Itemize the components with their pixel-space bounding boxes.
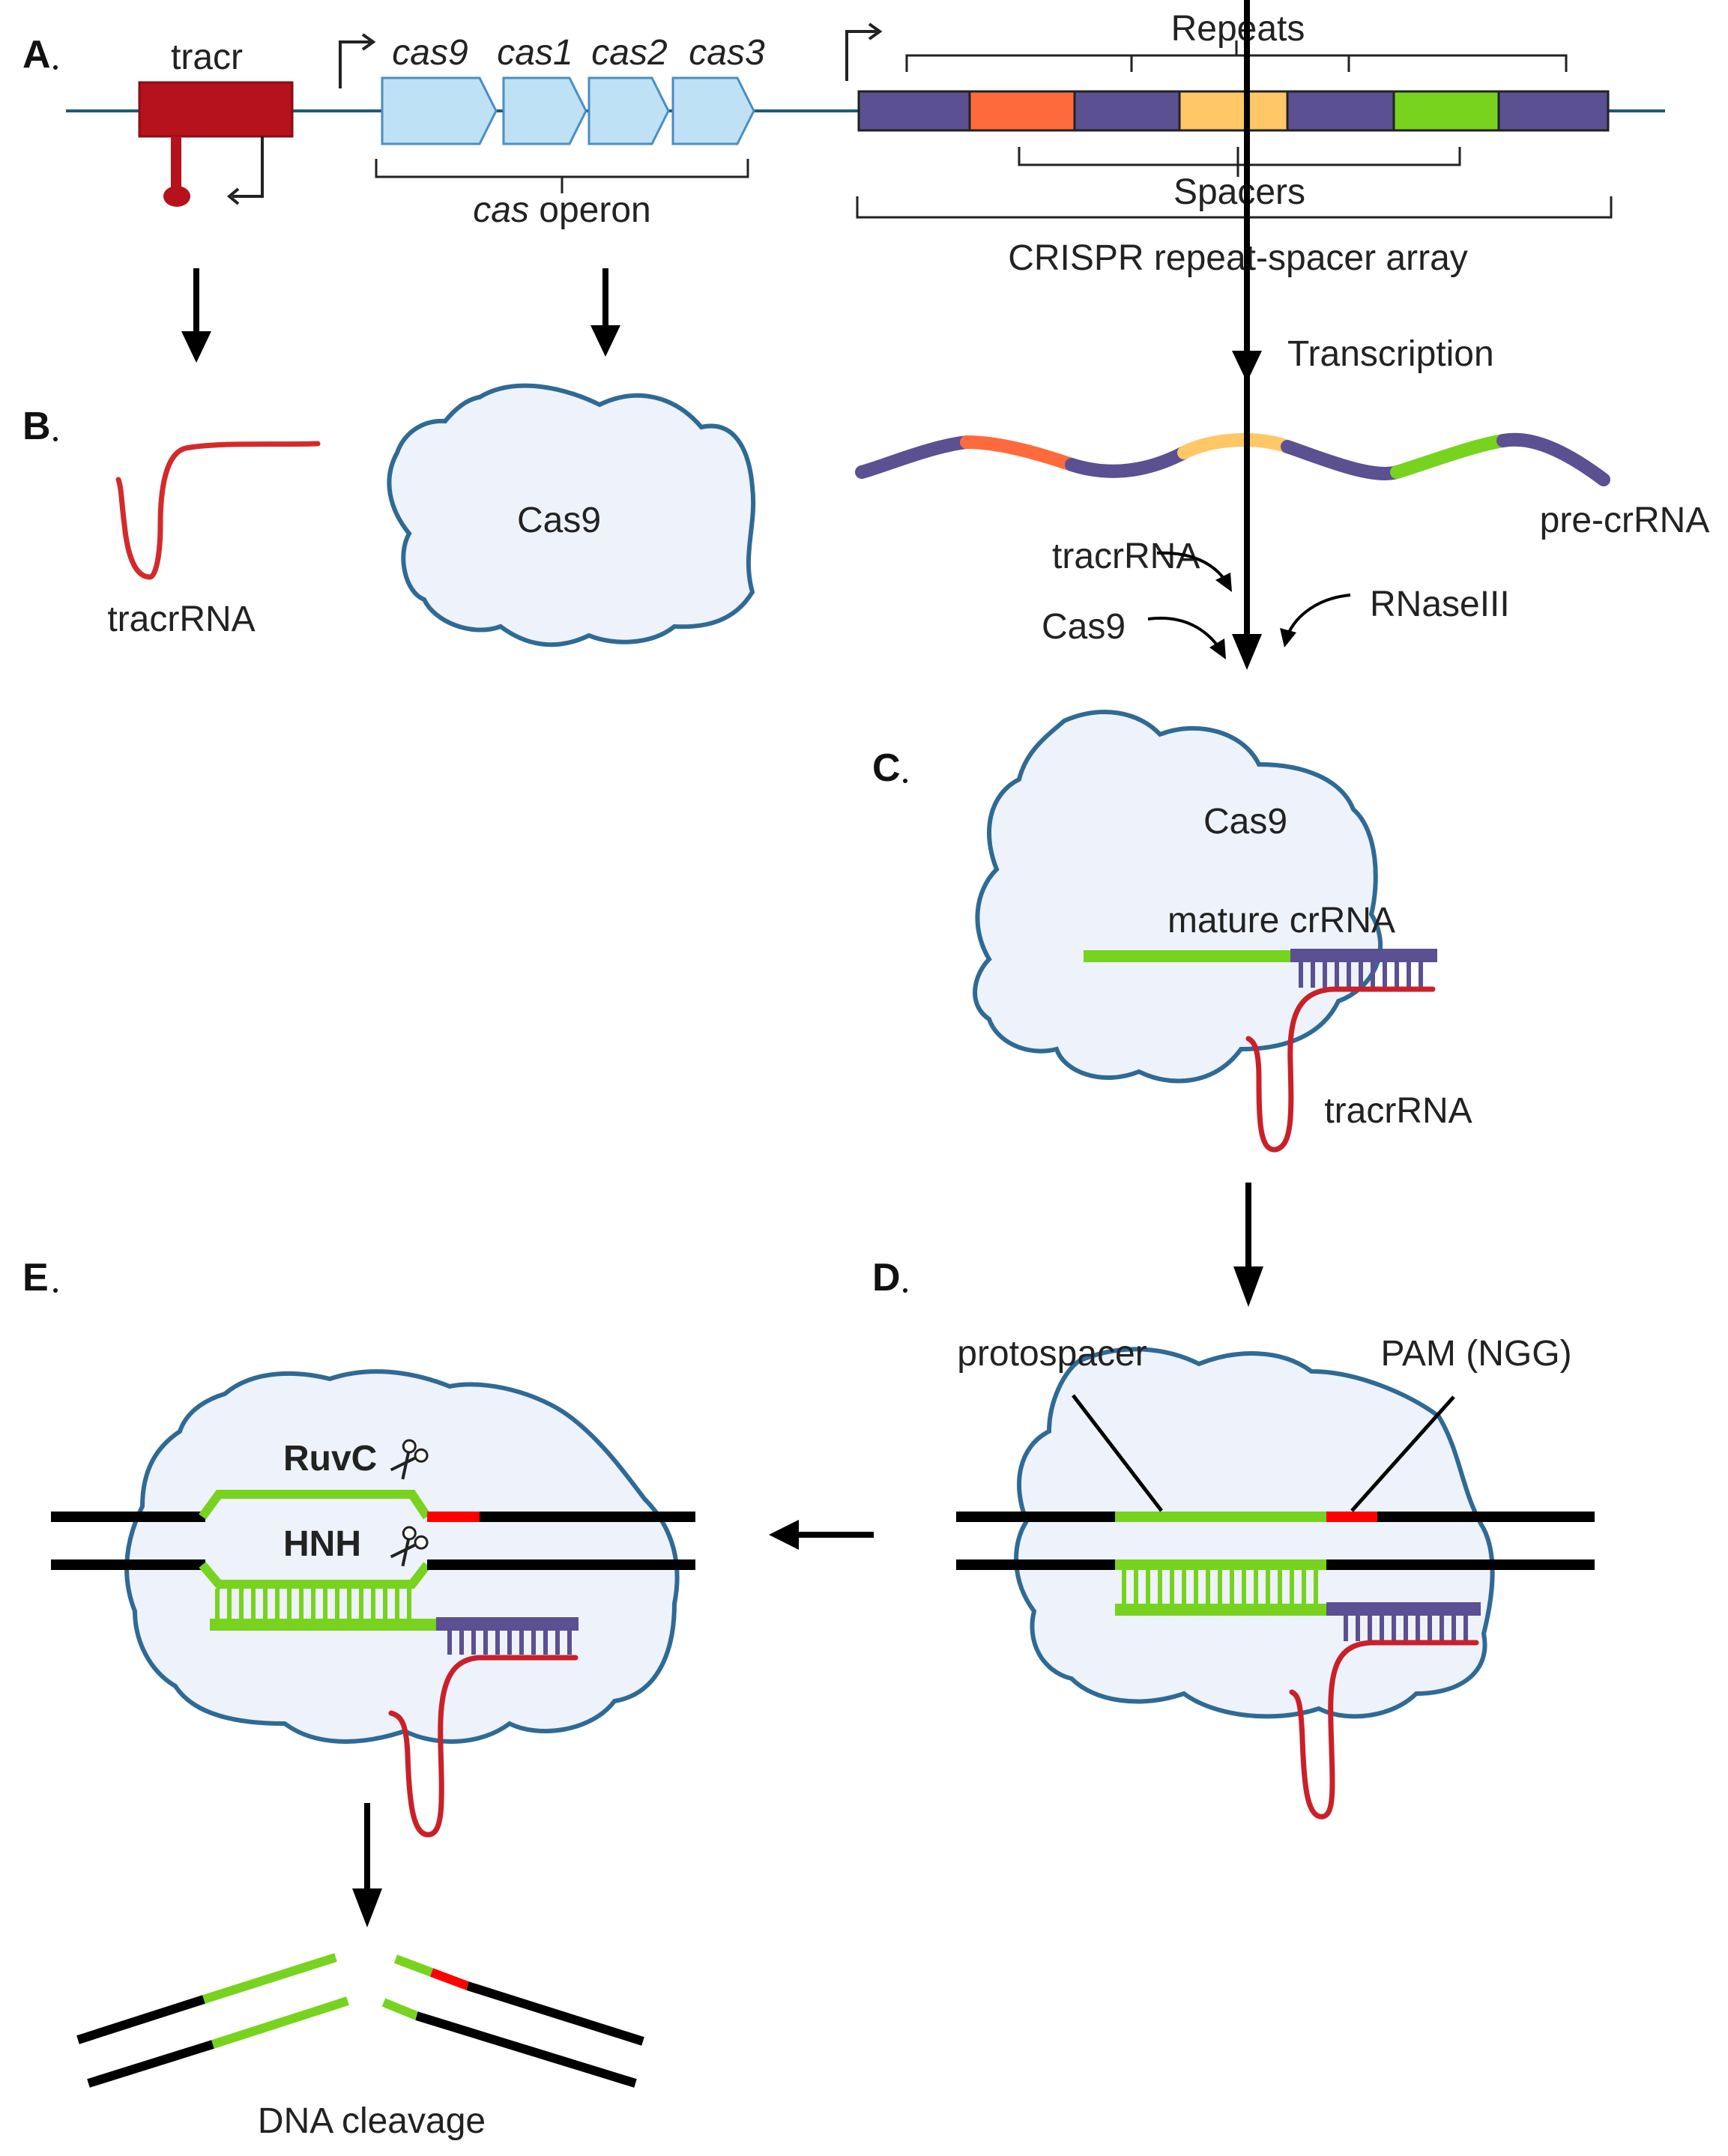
- tracrrna-strand: [1245, 986, 1436, 1153]
- target-dna: [956, 1512, 1595, 1570]
- operon-label: cas operon: [473, 190, 651, 230]
- panel-label-d: D: [872, 1256, 901, 1299]
- crrna-dna-hybrid-d: [1115, 1569, 1481, 1641]
- spacers-label: Spacers: [1173, 172, 1305, 212]
- arrow-left-icon: [769, 1520, 874, 1550]
- arrow-down-icon: [1232, 0, 1262, 670]
- tracrrna-label-c: tracrRNA: [1324, 1091, 1472, 1131]
- mature-crrna-label: mature crRNA: [1167, 901, 1395, 940]
- gene-cas1: cas1: [497, 33, 573, 73]
- cas9-protein-b: [387, 383, 756, 647]
- proc-cas9-label: Cas9: [1042, 607, 1126, 647]
- tracr-label: tracr: [171, 37, 243, 77]
- cas9-label-c: Cas9: [1203, 802, 1287, 842]
- pre-crrna-strand: [855, 432, 1610, 486]
- tracrrna-strand: [388, 1655, 578, 1838]
- tracrrna-label-b: tracrRNA: [107, 600, 255, 639]
- tracr-gene: [138, 81, 294, 207]
- array-bracket: [856, 196, 1613, 219]
- cleaving-dna: [51, 1490, 695, 1589]
- arrow-down-icon: [1233, 1183, 1263, 1307]
- cas9-protein-e: [124, 1369, 680, 1744]
- pre-crrna-label: pre-crRNA: [1540, 501, 1710, 540]
- cleavage-label: DNA cleavage: [258, 2101, 486, 2141]
- panel-label-e: E: [22, 1256, 49, 1299]
- hnh-label: HNH: [283, 1524, 361, 1564]
- cas9-protein-c: [973, 710, 1383, 1084]
- transcription-label: Transcription: [1287, 334, 1494, 374]
- promoter-arrow-icon: [339, 40, 370, 88]
- gene-cas9: cas9: [392, 33, 468, 73]
- arrow-down-icon: [181, 268, 211, 363]
- tracrrna-strand: [115, 441, 321, 580]
- proc-rnase-label: RNaseIII: [1370, 585, 1510, 624]
- mature-crrna: [1084, 949, 1437, 988]
- crrna-dna-hybrid-e: [210, 1589, 578, 1655]
- repeats-label: Repeats: [1171, 9, 1305, 49]
- spacers-bracket: [1018, 147, 1461, 177]
- repeats-bracket: [905, 40, 1568, 72]
- operon-bracket: [375, 159, 749, 193]
- ruvc-label: RuvC: [283, 1439, 377, 1479]
- cas9-protein-d: [1014, 1347, 1495, 1719]
- panel-label-b: B: [22, 405, 51, 448]
- protospacer-label: protospacer: [957, 1334, 1147, 1374]
- cas-genes: [381, 76, 755, 145]
- cas9-label-b: Cas9: [517, 501, 601, 540]
- arrow-down-icon: [352, 1803, 382, 1927]
- panel-label-a: A: [22, 33, 51, 76]
- arrow-down-icon: [590, 268, 620, 357]
- gene-cas3: cas3: [689, 33, 765, 73]
- gene-cas2: cas2: [591, 33, 667, 73]
- tracrrna-strand: [1289, 1640, 1479, 1820]
- promoter-arrow-icon: [845, 30, 877, 81]
- proc-tracrrna-label: tracrRNA: [1052, 537, 1200, 576]
- array-label: CRISPR repeat-spacer array: [1008, 238, 1468, 278]
- crispr-array: [857, 90, 1610, 132]
- pam-label: PAM (NGG): [1380, 1334, 1571, 1374]
- cleaved-dna-fragments: [76, 1953, 644, 2088]
- panel-label-c: C: [872, 746, 901, 790]
